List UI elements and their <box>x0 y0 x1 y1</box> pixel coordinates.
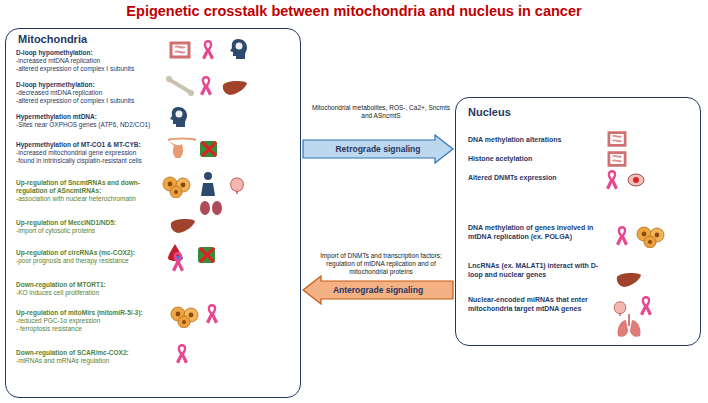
panel-box: MitochondriaD-loop hypomethylation:-incr… <box>5 28 301 398</box>
item-group: D-loop hypomethylation:-increased mtDNA … <box>16 49 158 73</box>
item-heading: D-loop hypomethylation: <box>16 49 158 57</box>
item-heading: Down-regulation of SCAR/mc-COX2: <box>16 349 158 357</box>
item-detail: -decreased mtDNA replication <box>16 89 158 97</box>
item-group: Nuclear-encoded miRNAs that enter mitoch… <box>468 296 603 313</box>
item-heading: Up-regulation of MecciND1/ND5: <box>16 219 158 227</box>
liver-icon <box>617 273 641 287</box>
item-detail: -Sites near OXPHOS genes (ATP6, ND2/CO1) <box>16 121 158 129</box>
item-group: DNA methylation alterations <box>468 136 603 145</box>
intestine-icon <box>609 133 625 146</box>
cancer-ribbon <box>200 76 212 96</box>
cancer-ribbon <box>616 226 628 246</box>
item-heading: DNA methylation of genes involved in mtD… <box>468 224 603 241</box>
item-heading: Hypermethylation mtDNA: <box>16 113 158 121</box>
cancer-ribbon <box>206 304 218 324</box>
item-detail: -reduced PGC-1α expression <box>16 317 158 325</box>
item-group: Histone acetylation <box>468 155 603 164</box>
liver-icon <box>171 219 195 233</box>
kidney-icon <box>200 201 222 215</box>
item-heading: Down-regulation of MTORT1: <box>16 281 158 289</box>
cancer-ribbon <box>640 296 652 316</box>
item-detail: -miRNAs and mRNAs regulation <box>16 357 158 365</box>
panel-heading: Nucleus <box>468 106 511 118</box>
item-heading: Up-regulation of mitoMirs (mitomiR-5/-3)… <box>16 309 158 317</box>
item-group: D-loop hypermethylation:-decreased mtDNA… <box>16 81 158 105</box>
signaling-arrow <box>303 135 453 163</box>
bone-icon <box>166 76 194 96</box>
item-group: Up-regulation of mitoMirs (mitomiR-5/-3)… <box>16 309 158 333</box>
item-detail: -association with nuclear heterochromati… <box>16 195 158 203</box>
item-group: Hypermethylation mtDNA:-Sites near OXPHO… <box>16 113 158 129</box>
diagram-title: Epigenetic crosstalk between mitochondri… <box>0 3 708 19</box>
arrow-label: Retrograde signaling <box>308 143 448 155</box>
item-heading: Up-regulation of circRNAs (mc-COX2): <box>16 249 158 257</box>
item-group: Down-regulation of MTORT1:-KO induces ce… <box>16 281 158 297</box>
uterus-icon <box>168 139 196 159</box>
item-detail: -increased mitochondrial gene expression <box>16 149 158 157</box>
item-detail: - ferroptosis resistance <box>16 325 158 333</box>
intestine-icon <box>609 153 625 166</box>
item-heading: Hypermethylation of MT-CO1 & MT-CYB: <box>16 141 158 149</box>
item-group: LncRNAs (ex. MALAT1) interact with D-loo… <box>468 262 603 279</box>
prostate-icon <box>628 174 644 186</box>
item-group: Up-regulation of circRNAs (mc-COX2):-poo… <box>16 249 158 265</box>
bladder-icon <box>614 302 625 316</box>
arrow-label: Anterograde signaling <box>308 284 448 296</box>
item-group: Altered DNMTs expression <box>468 174 603 183</box>
cancer-ribbon <box>606 170 618 190</box>
signal-description: Import of DNMTs and transcription factor… <box>310 252 452 276</box>
item-heading: Nuclear-encoded miRNAs that enter mitoch… <box>468 296 603 313</box>
item-heading: Histone acetylation <box>468 155 603 164</box>
person-icon <box>201 172 215 196</box>
head-neck-icon <box>170 107 187 127</box>
item-heading: D-loop hypermethylation: <box>16 81 158 89</box>
cancer-ribbon <box>202 40 214 60</box>
item-heading: LncRNAs (ex. MALAT1) interact with D-loo… <box>468 262 603 279</box>
item-detail: -altered expression of complex I subunit… <box>16 65 158 73</box>
item-heading: Altered DNMTs expression <box>468 174 603 183</box>
lungs-icon <box>617 314 640 337</box>
brain-icon <box>230 39 247 59</box>
item-detail: -altered expression of complex I subunit… <box>16 97 158 105</box>
item-detail: -import of cytosolic proteins <box>16 227 158 235</box>
item-group: DNA methylation of genes involved in mtD… <box>468 224 603 241</box>
item-heading: Up-regulation of SncmtRNAs and down-regu… <box>16 179 158 195</box>
item-heading: DNA methylation alterations <box>468 136 603 145</box>
resistant-cell-icon <box>200 141 217 157</box>
cancer-ribbon <box>176 344 188 364</box>
item-detail: -KO induces cell proliferation <box>16 289 158 297</box>
item-detail: -poor prognosis and therapy resistance <box>16 257 158 265</box>
liver-icon <box>223 81 247 95</box>
cancer-cells-icon <box>163 177 190 198</box>
cancer-cells-icon <box>171 307 198 328</box>
bladder-icon <box>231 178 244 194</box>
item-group: Up-regulation of SncmtRNAs and down-regu… <box>16 179 158 203</box>
cancer-cells-icon <box>637 227 664 248</box>
resistant-cell-icon <box>198 247 215 263</box>
item-detail: -increased mtDNA replication <box>16 57 158 65</box>
item-detail: -found in intrinsically cisplatin-resist… <box>16 157 158 165</box>
signal-description: Mitochondrial metabolites, ROS-, Ca2+, S… <box>310 104 452 120</box>
item-group: Up-regulation of MecciND1/ND5:-import of… <box>16 219 158 235</box>
intestine-icon <box>171 43 189 57</box>
panel-box: NucleusDNA methylation alterationsHiston… <box>455 97 701 346</box>
item-group: Hypermethylation of MT-CO1 & MT-CYB:-inc… <box>16 141 158 165</box>
item-group: Down-regulation of SCAR/mc-COX2:-miRNAs … <box>16 349 158 365</box>
panel-heading: Mitochondria <box>18 33 87 45</box>
cancer-ribbon <box>172 252 184 272</box>
signaling-arrow <box>303 276 453 304</box>
